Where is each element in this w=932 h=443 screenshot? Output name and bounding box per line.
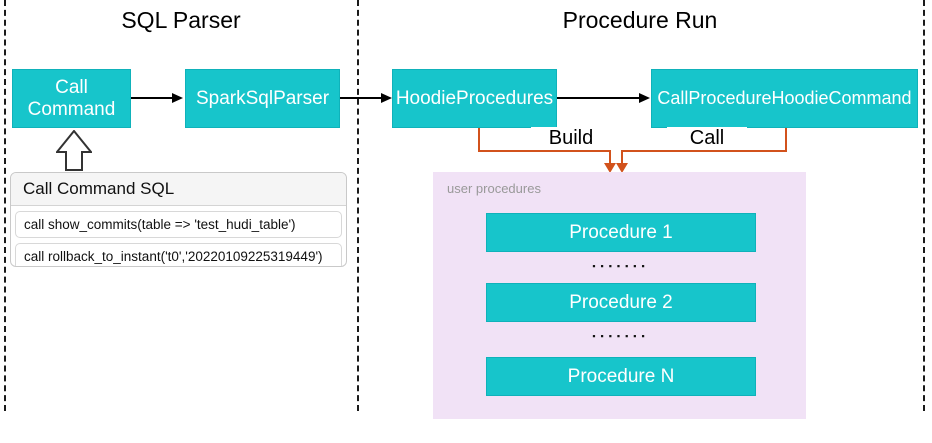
call-edge-drop: [621, 150, 623, 164]
ellipsis-dots-1: ▪▪▪▪▪▪▪: [592, 261, 650, 271]
sql-panel: Call Command SQL call show_commits(table…: [10, 172, 347, 267]
build-edge-drop: [609, 150, 611, 164]
call-edge-horizontal: [622, 150, 787, 152]
arrow-procedures-to-command-head-icon: [639, 93, 650, 103]
node-call-procedure-hoodie-command: CallProcedureHoodieCommand: [651, 69, 918, 128]
build-edge-horizontal: [478, 150, 611, 152]
sql-row-show-commits: call show_commits(table => 'test_hudi_ta…: [15, 211, 342, 238]
lane-divider-middle: [357, 0, 359, 411]
lane-title-procedure-run: Procedure Run: [562, 7, 718, 33]
node-procedure-2: Procedure 2: [486, 283, 756, 322]
arrow-procedures-to-command-line: [557, 97, 639, 99]
call-edge-label: Call: [667, 127, 747, 149]
node-hoodie-procedures: HoodieProcedures: [392, 69, 557, 128]
arrow-callcommand-to-parser-line: [131, 97, 172, 99]
arrow-parser-to-procedures-head-icon: [381, 93, 392, 103]
build-edge-vertical: [478, 128, 480, 152]
hollow-up-arrow-icon: [56, 130, 92, 171]
node-procedure-n: Procedure N: [486, 357, 756, 396]
lane-title-sql-parser: SQL Parser: [121, 7, 241, 33]
call-edge-vertical: [785, 128, 787, 152]
node-procedure-1: Procedure 1: [486, 213, 756, 252]
sql-panel-title: Call Command SQL: [11, 173, 346, 206]
user-procedures-label: user procedures: [447, 181, 541, 196]
node-spark-sql-parser: SparkSqlParser: [185, 69, 340, 128]
lane-divider-left: [4, 0, 6, 411]
node-call-command: Call Command: [12, 69, 131, 128]
build-arrow-head-icon: [604, 163, 616, 173]
arrow-parser-to-procedures-line: [340, 97, 381, 99]
sql-row-rollback: call rollback_to_instant('t0','202201092…: [15, 243, 342, 266]
call-arrow-head-icon: [616, 163, 628, 173]
ellipsis-dots-2: ▪▪▪▪▪▪▪: [592, 331, 650, 341]
build-edge-label: Build: [531, 127, 611, 149]
lane-divider-right: [923, 0, 925, 411]
arrow-callcommand-to-parser-head-icon: [172, 93, 183, 103]
